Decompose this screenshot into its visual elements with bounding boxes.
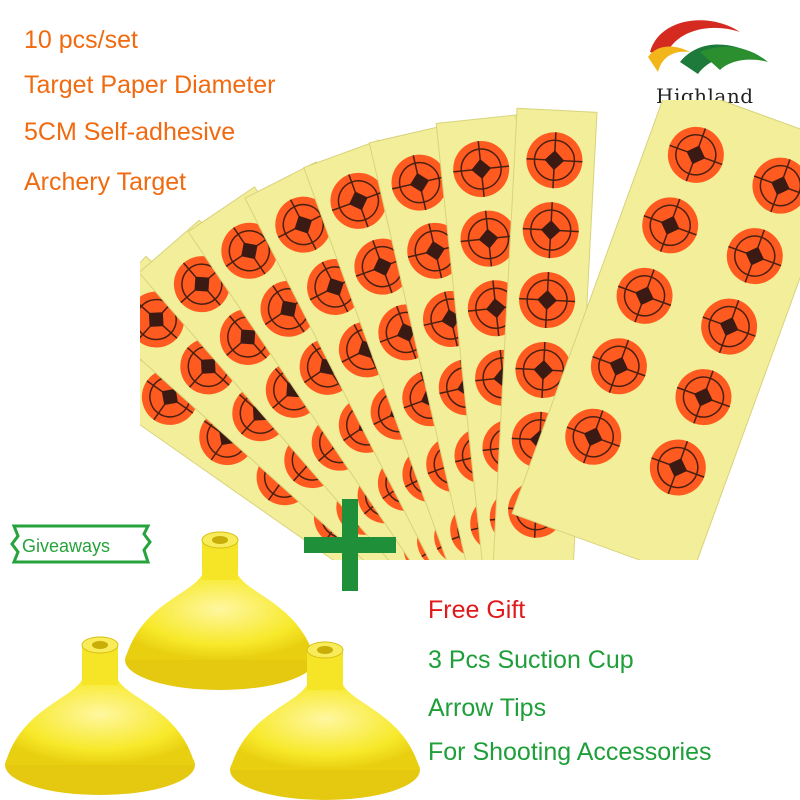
target-sticker-sheets — [140, 100, 800, 560]
brand-logo — [648, 20, 768, 74]
suction-cups — [4, 531, 420, 800]
gift-arrow-tips: Arrow Tips — [428, 694, 547, 722]
headline-pieces-per-set: 10 pcs/set — [24, 26, 138, 54]
giveaways-label: Giveaways — [22, 536, 111, 556]
plus-icon — [304, 499, 396, 591]
free-gift-title: Free Gift — [428, 596, 526, 624]
headline-diameter: Target Paper Diameter — [24, 71, 276, 99]
gift-shooting-accessories: For Shooting Accessories — [428, 738, 712, 766]
gift-suction-cup: 3 Pcs Suction Cup — [428, 646, 634, 674]
headline-self-adhesive: 5CM Self-adhesive — [24, 118, 236, 146]
headline-archery-target: Archery Target — [24, 168, 187, 196]
giveaways-badge — [10, 524, 152, 564]
